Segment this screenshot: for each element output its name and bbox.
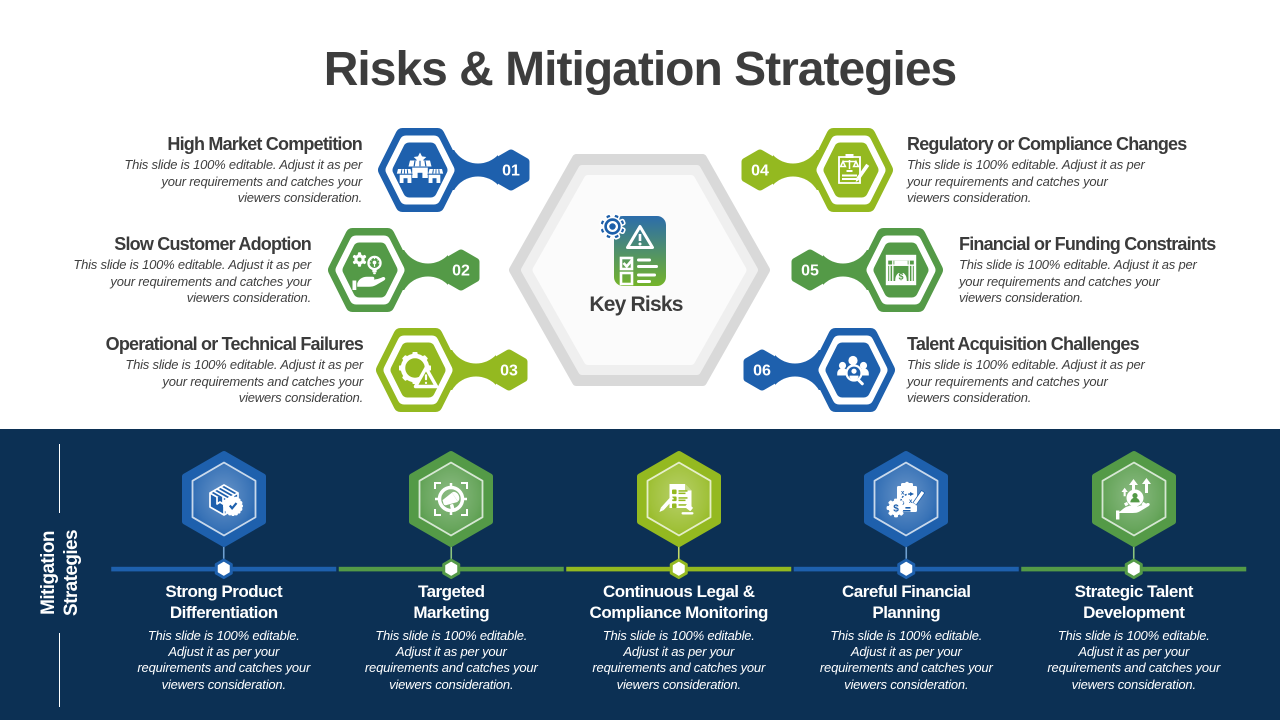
svg-text:05: 05 [801, 263, 819, 280]
svg-text:03: 03 [500, 363, 518, 380]
svg-text:$: $ [898, 271, 903, 281]
svg-text:$: $ [893, 503, 899, 514]
svg-text:02: 02 [452, 263, 470, 280]
svg-text:06: 06 [753, 363, 771, 380]
svg-text:04: 04 [751, 163, 769, 180]
svg-text:x: x [901, 491, 905, 497]
svg-text:01: 01 [502, 163, 520, 180]
svg-text:x: x [909, 499, 913, 505]
